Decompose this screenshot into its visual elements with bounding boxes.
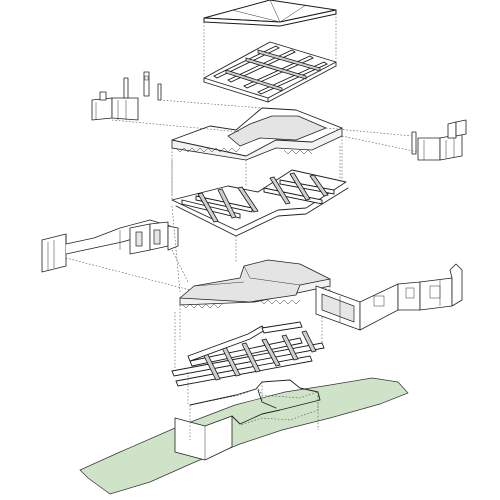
terrain — [79, 377, 409, 495]
upper-frame — [171, 146, 349, 293]
upper-walls — [91, 71, 467, 161]
lower-walls — [315, 263, 463, 331]
middle-slab — [179, 259, 331, 340]
roof-frame — [203, 10, 337, 103]
roof-cap — [203, 0, 337, 27]
middle-walls — [41, 219, 191, 291]
upper-slab — [171, 107, 343, 196]
foundation — [174, 379, 321, 461]
lower-beams — [171, 300, 325, 404]
